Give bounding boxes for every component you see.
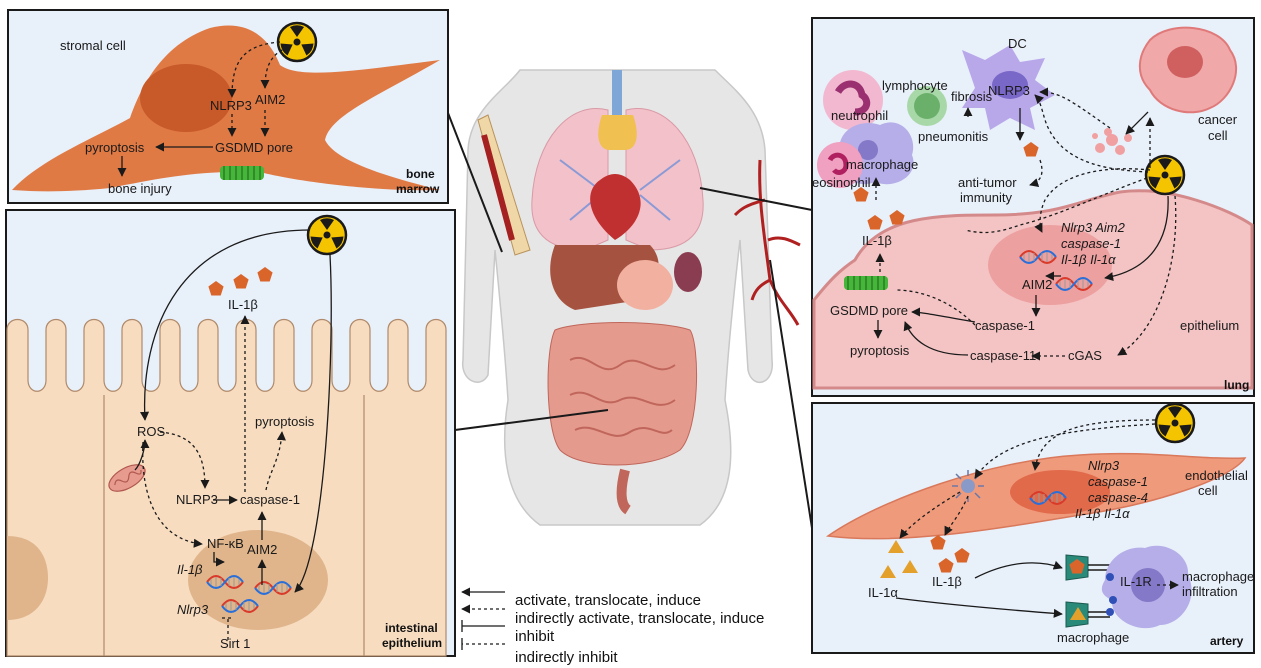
lung-gene-line3: Il-1β Il-1α	[1061, 252, 1116, 267]
caspase11-label: caspase-11	[970, 348, 1036, 363]
macrophage-label: macrophage	[846, 157, 918, 172]
caspase1-label: caspase-1	[975, 318, 1035, 333]
nfkb-label: NF-κB	[207, 536, 244, 551]
fibrosis-label: fibrosis	[951, 89, 993, 104]
nlrp3-gene-label: Nlrp3	[177, 602, 209, 617]
radiation-icon	[1146, 156, 1184, 194]
pyroptosis-label: pyroptosis	[85, 140, 145, 155]
il1r-label: IL-1R	[1120, 574, 1152, 589]
nlrp3-label: NLRP3	[176, 492, 218, 507]
pneumonitis-label: pneumonitis	[918, 129, 989, 144]
cancer-label-1: cancer	[1198, 112, 1238, 127]
aim2-label: AIM2	[1022, 277, 1052, 292]
stromal-cell-label: stromal cell	[60, 38, 126, 53]
il1b-label: IL-1β	[932, 574, 962, 589]
cgas-label: cGAS	[1068, 348, 1102, 363]
radiation-icon	[1156, 404, 1194, 442]
gsdmd-pore-icon	[220, 166, 264, 180]
pyroptosis-label: pyroptosis	[255, 414, 315, 429]
bone-marrow-title-2: marrow	[396, 182, 440, 196]
lung-gene-line1: Nlrp3 Aim2	[1061, 220, 1126, 235]
cancer-label-2: cell	[1208, 128, 1228, 143]
pyroptosis-label: pyroptosis	[850, 343, 910, 358]
intestine-title-2: epithelium	[382, 636, 442, 650]
artery-gene-line2: caspase-1	[1088, 474, 1148, 489]
endothelial-label-2: cell	[1198, 483, 1218, 498]
human-body-icon	[448, 70, 812, 528]
intestine-title-1: intestinal	[385, 621, 438, 635]
artery-gene-line4: Il-1β Il-1α	[1075, 506, 1130, 521]
lung-gene-line2: caspase-1	[1061, 236, 1121, 251]
il1b-label: IL-1β	[862, 233, 892, 248]
lung-panel: DC lymphocyte neutrophil fibrosis NLRP3 …	[812, 18, 1254, 396]
neutrophil-label: neutrophil	[831, 108, 888, 123]
dc-label: DC	[1008, 36, 1027, 51]
caspase1-label: caspase-1	[240, 492, 300, 507]
stomach	[617, 260, 673, 310]
aim2-label: AIM2	[247, 542, 277, 557]
nlrp3-label: NLRP3	[988, 83, 1030, 98]
endothelial-label-1: endothelial	[1185, 468, 1248, 483]
legend-indirect-activate: indirectly activate, translocate, induce	[515, 610, 764, 627]
radiation-icon	[278, 23, 316, 61]
lymphocyte-label: lymphocyte	[882, 78, 948, 93]
sirt1-label: Sirt 1	[220, 636, 250, 651]
il1b-secreted-label: IL-1β	[228, 297, 258, 312]
gsdmd-pore-label: GSDMD pore	[830, 303, 908, 318]
legend-indirect-inhibit: indirectly inhibit	[515, 649, 618, 666]
intestine-panel: IL-1β pyroptosis ROS NLRP3 caspase-1 NF-…	[6, 210, 455, 656]
antitumor-label-2: immunity	[960, 190, 1013, 205]
legend-inhibit: inhibit	[515, 628, 555, 645]
legend-activate: activate, translocate, induce	[515, 592, 701, 609]
artery-title: artery	[1210, 634, 1244, 648]
artery-gene-line3: caspase-4	[1088, 490, 1148, 505]
gsdmd-pore-icon	[844, 276, 888, 290]
nlrp3-label: NLRP3	[210, 98, 252, 113]
bone-injury-label: bone injury	[108, 181, 172, 196]
antitumor-label-1: anti-tumor	[958, 175, 1017, 190]
eosinophil-label: eosinophil	[812, 175, 871, 190]
gsdmd-pore-label: GSDMD pore	[215, 140, 293, 155]
artery-panel: endothelial cell Nlrp3 caspase-1 caspase…	[812, 403, 1254, 653]
aim2-label: AIM2	[255, 92, 285, 107]
legend: activate, translocate, induce indirectly…	[462, 592, 764, 666]
infiltration-label-2: infiltration	[1182, 584, 1238, 599]
radiation-icon	[308, 216, 346, 254]
il1a-label: IL-1α	[868, 585, 898, 600]
artery-gene-line1: Nlrp3	[1088, 458, 1120, 473]
macrophage-label: macrophage	[1057, 630, 1129, 645]
bone-marrow-panel: stromal cell NLRP3 AIM2 GSDMD pore pyrop…	[8, 10, 448, 203]
lung-title: lung	[1224, 378, 1249, 392]
epithelium-label: epithelium	[1180, 318, 1239, 333]
bone-marrow-title-1: bone	[406, 167, 435, 181]
kidney	[674, 252, 702, 292]
infiltration-label-1: macrophage	[1182, 569, 1254, 584]
il1b-gene-label: Il-1β	[177, 562, 203, 577]
